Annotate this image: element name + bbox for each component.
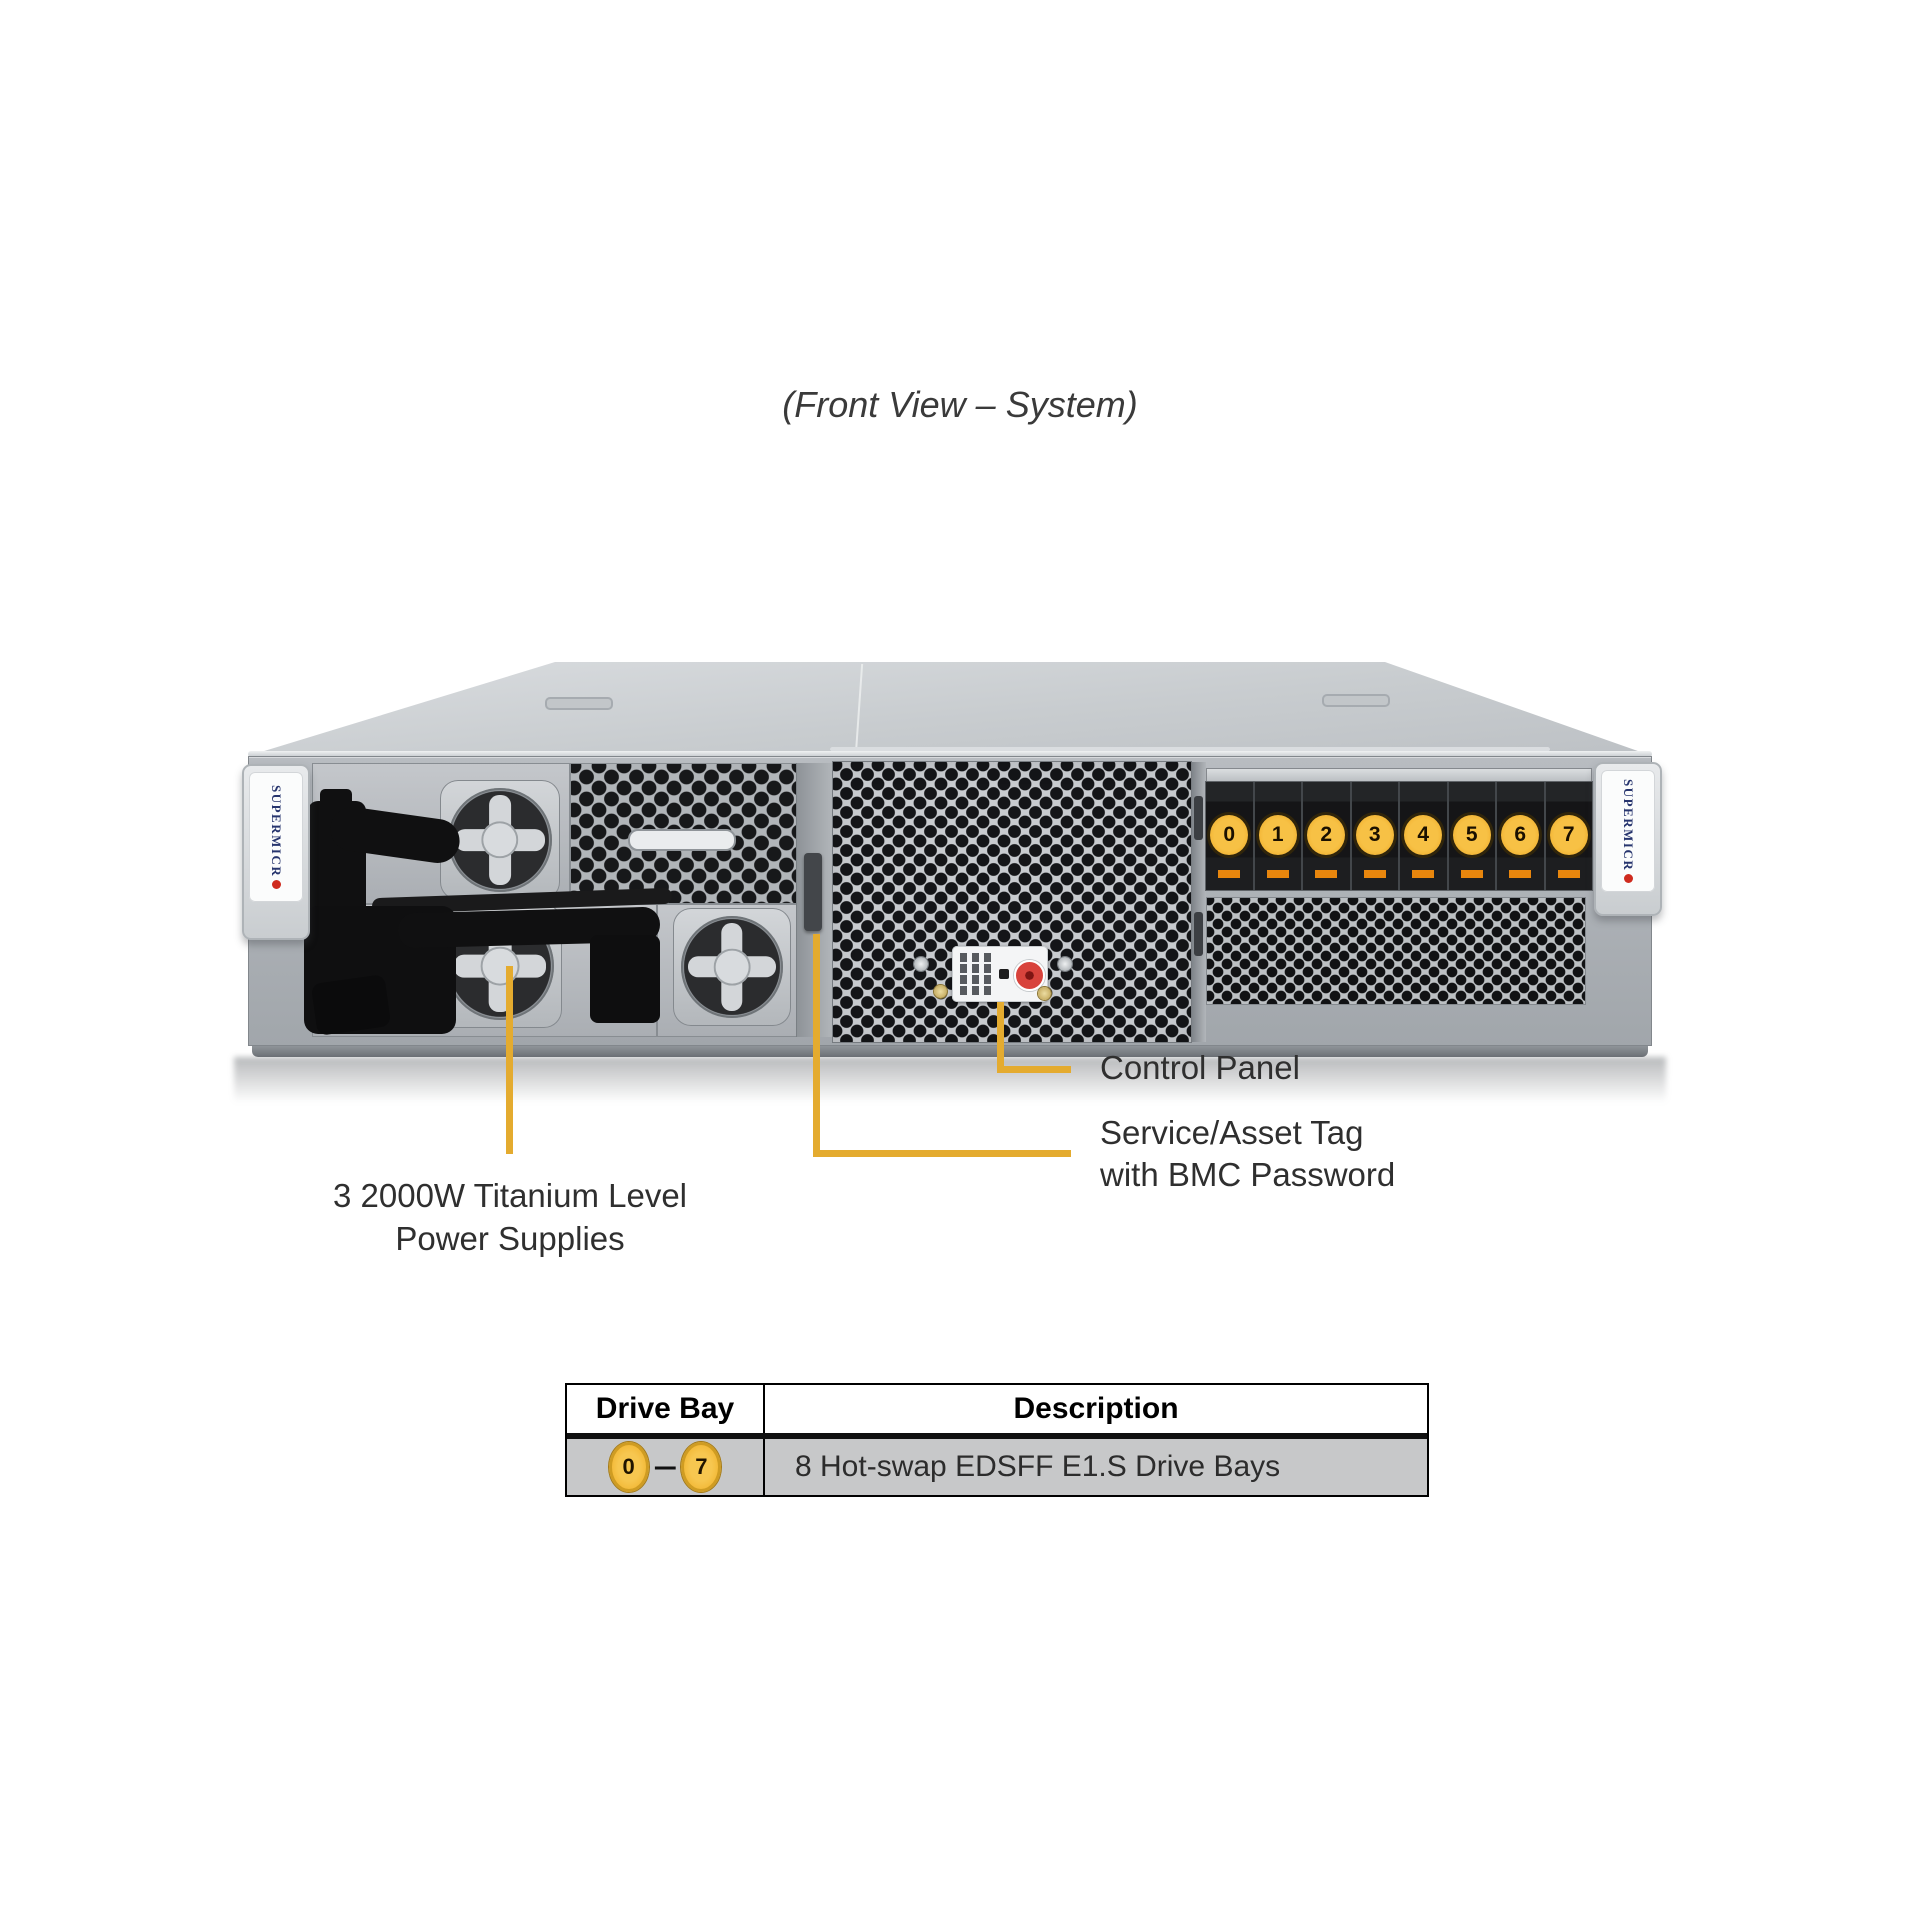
divider-latch [1194, 796, 1203, 840]
power-supply-section [304, 763, 804, 1037]
carrier-handle-icon [1266, 870, 1289, 878]
table-header-description: Description [1013, 1392, 1179, 1425]
drive-bay-slot: 3 [1349, 782, 1398, 890]
power-button-icon [1014, 960, 1045, 991]
drive-bay-slot: 0 [1206, 782, 1253, 890]
drive-bay-label: 1 [1258, 815, 1297, 855]
carrier-handle-icon [1315, 870, 1338, 878]
drive-bay-slot: 5 [1446, 782, 1495, 890]
chassis-shadow [234, 1057, 1666, 1103]
carrier-handle-icon [1363, 870, 1386, 878]
page-title: (Front View – System) [782, 384, 1138, 425]
carrier-handle-icon [1460, 870, 1483, 878]
drive-bay-label: 3 [1355, 815, 1394, 855]
drive-bay-slot: 1 [1252, 782, 1301, 890]
carrier-handle-icon [1218, 870, 1241, 878]
drive-bay-label: 6 [1501, 815, 1540, 855]
front-vent-panel [832, 761, 1192, 1043]
drive-bay-label: 5 [1452, 815, 1491, 855]
brand-dot-icon [1623, 874, 1633, 884]
carrier-handle-icon [1509, 870, 1532, 878]
table-cell-bay-range: 0 – 7 [567, 1439, 765, 1495]
bay-range-dash: – [653, 1450, 677, 1483]
screw-icon [1038, 987, 1051, 1000]
callout-line-service-tag [813, 1150, 1071, 1157]
table-header-drive-bay: Drive Bay [567, 1385, 765, 1433]
drive-bay-slot: 7 [1543, 782, 1592, 890]
roof-handle-cutout-right [1322, 694, 1390, 707]
screw-icon [914, 957, 928, 971]
screw-icon [934, 985, 947, 998]
drive-bay-label: 2 [1307, 815, 1346, 855]
bay-range-start-badge: 0 [608, 1442, 649, 1492]
service-tag-label: Service/Asset Tag with BMC Password [1100, 1112, 1395, 1196]
service-asset-tag [804, 853, 822, 931]
chassis-front-rim [248, 751, 1652, 757]
chassis-roof [248, 662, 1652, 756]
drive-bay-top-rail [1206, 768, 1592, 782]
drive-bay-label: 0 [1210, 815, 1249, 855]
drive-bay-slot: 4 [1398, 782, 1447, 890]
table-row: 0 – 7 8 Hot-swap EDSFF E1.S Drive Bays [567, 1439, 1427, 1495]
service-tag-label-line1: Service/Asset Tag [1100, 1114, 1364, 1151]
vent-handle-slot [628, 829, 736, 851]
psu-filler-vent [570, 763, 804, 904]
cable-retainer [310, 974, 392, 1036]
psu-fan-icon [681, 916, 783, 1018]
drive-bay-label: 4 [1404, 815, 1443, 855]
carrier-handle-icon [1557, 870, 1580, 878]
drive-bay-row: 0 1 2 3 4 5 6 7 [1206, 782, 1592, 890]
drive-bay-table: Drive Bay Description 0 – 7 8 Hot-swap E… [565, 1383, 1429, 1497]
control-panel-label: Control Panel [1100, 1049, 1300, 1086]
brand-dot-icon [271, 880, 281, 890]
power-supplies-label-line2: Power Supplies [395, 1220, 625, 1257]
chassis-front-face: 0 1 2 3 4 5 6 7 [248, 756, 1652, 1046]
power-supplies-label: 3 2000W Titanium Level Power Supplies [275, 1174, 745, 1260]
brand-text: SUPERMICR [269, 784, 284, 878]
power-supplies-label-line1: 3 2000W Titanium Level [332, 1177, 688, 1214]
callout-line-service-tag [813, 934, 820, 1157]
drive-bay-label: 7 [1549, 815, 1588, 855]
roof-front-recess [830, 747, 1550, 752]
brand-label: SUPERMICR [249, 772, 303, 902]
drive-bay-slot: 2 [1301, 782, 1350, 890]
control-panel-led-icons [960, 953, 967, 962]
table-header-row: Drive Bay Description [567, 1385, 1427, 1439]
screw-icon [1058, 957, 1072, 971]
drive-section-divider [1192, 762, 1206, 1042]
table-cell-description: 8 Hot-swap EDSFF E1.S Drive Bays [795, 1450, 1281, 1483]
carrier-handle-icon [1412, 870, 1435, 878]
divider-latch [1194, 912, 1203, 956]
rack-ear-right: SUPERMICR [1594, 762, 1662, 916]
drive-section-vent [1206, 897, 1586, 1005]
service-tag-label-line2: with BMC Password [1100, 1156, 1396, 1193]
brand-text: SUPERMICR [1621, 778, 1636, 872]
rack-ear-left: SUPERMICR [242, 764, 310, 940]
reset-button-icon [999, 969, 1009, 979]
control-panel-plate [952, 946, 1048, 1002]
bay-range-end-badge: 7 [681, 1442, 722, 1492]
drive-bay-slot: 6 [1495, 782, 1544, 890]
brand-label: SUPERMICR [1601, 770, 1655, 892]
callout-line-control-panel [997, 1002, 1004, 1073]
roof-handle-cutout-left [545, 697, 613, 710]
psu-fan-icon [448, 788, 552, 892]
callout-line-control-panel [997, 1066, 1071, 1073]
chassis-bottom-edge [252, 1046, 1648, 1057]
psu-connector [590, 935, 660, 1023]
callout-line-psu [506, 966, 513, 1154]
